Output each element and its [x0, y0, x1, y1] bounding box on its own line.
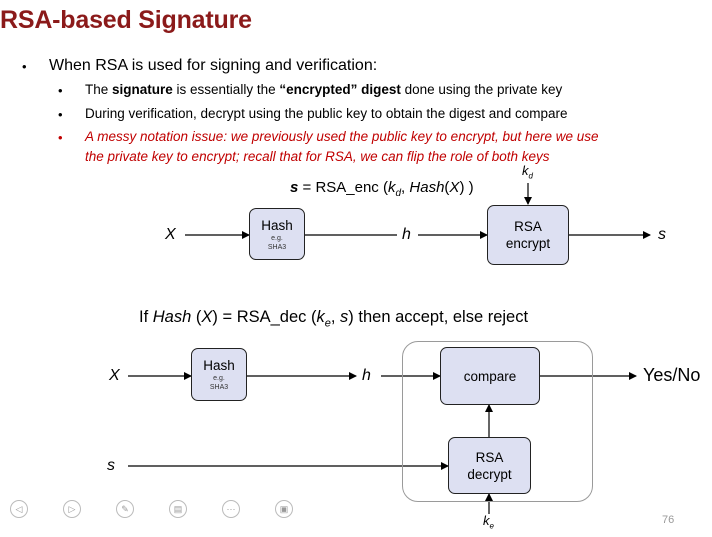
- compare-box: compare: [440, 347, 540, 405]
- sign-key-kd: kd: [522, 163, 533, 181]
- slide-title: RSA-based Signature: [0, 6, 252, 34]
- hash-label: Hash: [261, 217, 293, 233]
- sign-formula: s = RSA_enc (kd, Hash(X) ): [290, 179, 474, 199]
- next-icon[interactable]: ▷: [63, 500, 81, 518]
- verify-result: Yes/No: [643, 365, 701, 385]
- verify-formula: If Hash (X) = RSA_dec (ke, s) then accep…: [139, 308, 529, 330]
- notes-icon[interactable]: ▤: [169, 500, 187, 518]
- bullet-notation-line1: A messy notation issue: we previously us…: [85, 129, 599, 144]
- rsa-label: RSA: [475, 449, 504, 465]
- verifier-container: [402, 341, 593, 502]
- slide-nav-bar: ◁ ▷ ✎ ▤ ··· ▣: [10, 500, 328, 518]
- bullet-marker: •: [22, 59, 27, 74]
- sign-input-x: X: [165, 226, 176, 243]
- bullet-marker: •: [58, 107, 63, 122]
- bullet-notation-line2: the private key to encrypt; recall that …: [85, 149, 550, 164]
- encrypt-label: encrypt: [505, 236, 551, 251]
- bullet-marker: •: [58, 83, 63, 98]
- rsa-label: RSA: [514, 219, 542, 234]
- sign-digest-h: h: [402, 226, 411, 243]
- hash-label: Hash: [203, 358, 235, 373]
- hash-note-eg: e.g.: [213, 375, 225, 382]
- verify-input-x: X: [109, 367, 120, 384]
- more-icon[interactable]: ···: [222, 500, 240, 518]
- pen-icon[interactable]: ✎: [116, 500, 134, 518]
- compare-label: compare: [463, 368, 517, 384]
- bullet-marker: •: [58, 130, 63, 145]
- verify-key-ke: ke: [483, 513, 494, 531]
- hash-note-sha3: SHA3: [267, 243, 287, 251]
- sign-hash-box: Hash e.g. SHA3: [249, 208, 305, 260]
- sign-output-s: s: [658, 226, 666, 243]
- verify-input-s: s: [107, 457, 115, 474]
- slides-icon[interactable]: ▣: [275, 500, 293, 518]
- verify-hash-box: Hash e.g. SHA3: [191, 348, 247, 401]
- decrypt-label: decrypt: [467, 466, 512, 482]
- page-number: 76: [662, 514, 675, 526]
- rsa-decrypt-box: RSA decrypt: [448, 437, 531, 494]
- rsa-encrypt-box: RSA encrypt: [487, 205, 569, 265]
- verify-digest-h: h: [362, 367, 371, 384]
- bullet-main: When RSA is used for signing and verific…: [49, 57, 378, 74]
- hash-note-eg: e.g.: [271, 234, 283, 242]
- hash-note-sha3: SHA3: [209, 384, 229, 391]
- prev-icon[interactable]: ◁: [10, 500, 28, 518]
- bullet-signature: The signature is essentially the “encryp…: [85, 82, 563, 97]
- bullet-verification: During verification, decrypt using the p…: [85, 106, 568, 121]
